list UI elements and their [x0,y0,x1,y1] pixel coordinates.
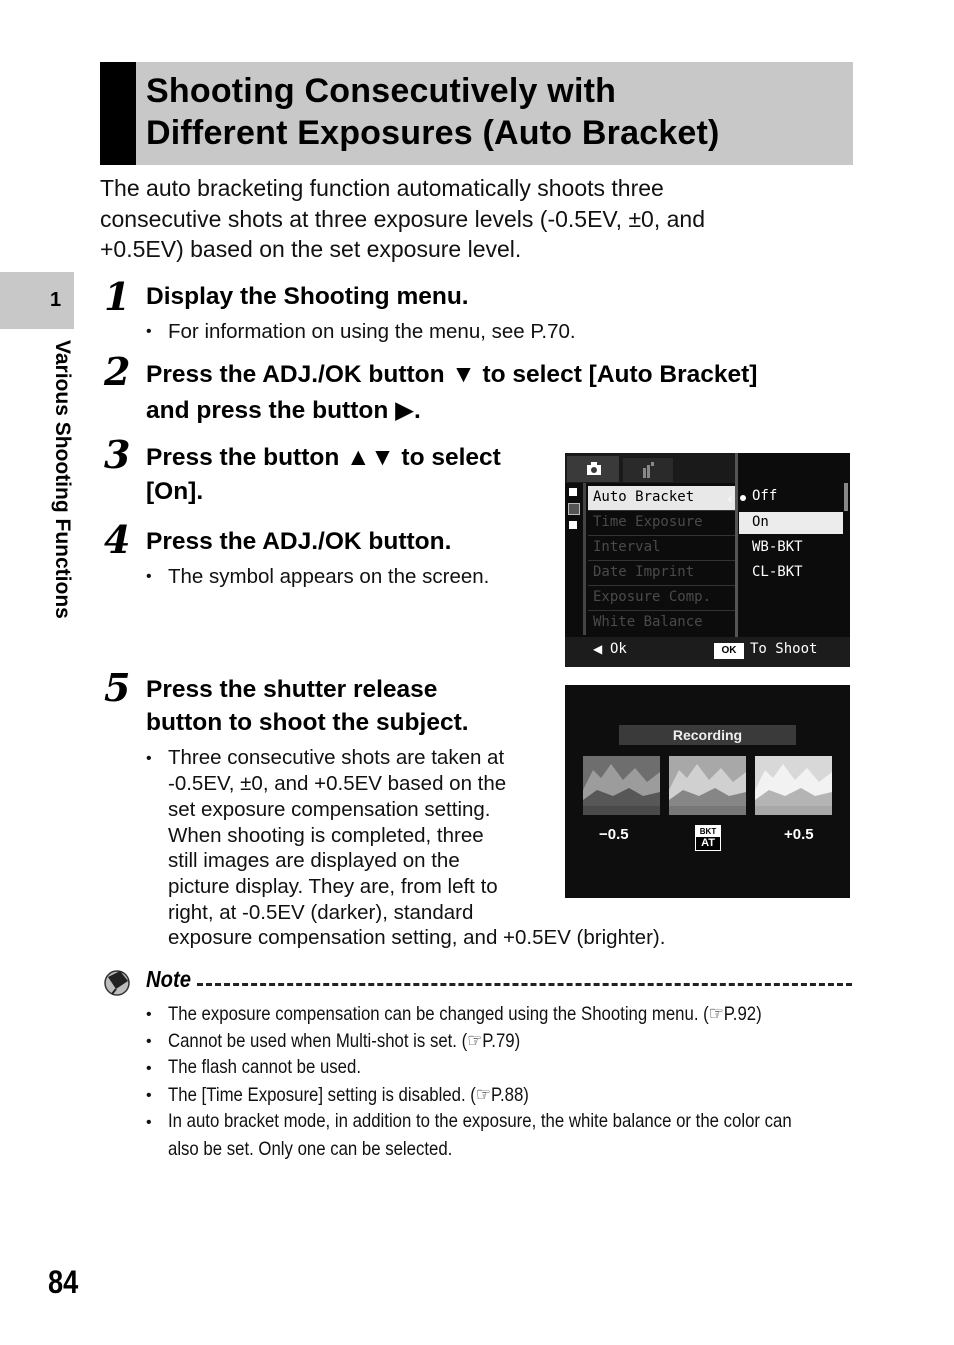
menu-item-exposure-comp: Exposure Comp. [593,589,712,605]
option-highlight [739,512,843,534]
step-3-line-2: [On]. [146,478,204,505]
step-5-bullet-line: right, at -0.5EV (darker), standard [168,901,474,924]
chapter-number: 1 [50,289,62,311]
thumbnail-dark [583,756,660,815]
bullet-dot: • [146,568,152,585]
menu-item-time-exposure: Time Exposure [593,514,703,530]
right-ev-value: +0.5 [784,826,814,843]
step-5-bullet-line: -0.5EV, ±0, and +0.5EV based on the [168,772,507,795]
scroll-marker [569,488,577,496]
recording-label: Recording [672,727,743,743]
step-5-number: 5 [104,665,131,710]
thumbnail-bright [755,756,832,815]
bullet-dot: • [146,1033,152,1050]
step-4-bullet: The symbol appears on the screen. [168,565,490,588]
bkt-badge-top: BKT [696,826,720,837]
setup-tab [623,458,673,482]
thumbnail-standard [669,756,746,815]
bkt-badge-bottom: AT [701,837,715,849]
ok-button-icon: OK [714,643,744,659]
chevron-left-icon: ‹ [728,491,733,506]
footer-to-shoot: To Shoot [750,641,818,657]
step-1-text: Display the Shooting menu. [146,283,469,310]
bullet-dot: • [146,323,152,340]
step-2-line-2: and press the button ▶. [146,397,421,424]
menu-divider [583,483,586,635]
menu-footer [565,637,850,667]
left-arrow-icon: ◀ [593,642,603,656]
menu-item-interval: Interval [593,539,661,555]
left-ev-value: −0.5 [599,826,629,843]
scroll-marker [568,503,580,515]
chapter-tab [0,272,74,329]
menu-item-date-imprint: Date Imprint [593,564,695,580]
menu-screen: Auto Bracket Time Exposure Interval Date… [565,453,850,667]
option-cl-bkt: CL-BKT [752,564,803,580]
step-3-number: 3 [104,432,131,477]
menu-item-auto-bracket: Auto Bracket [593,489,695,505]
chapter-label: Various Shooting Functions [51,340,74,619]
step-4-text: Press the ADJ./OK button. [146,528,452,555]
note-item: The exposure compensation can be changed… [168,1003,762,1025]
page-title-line-1: Shooting Consecutively with [146,72,617,110]
step-4-number: 4 [104,517,131,562]
page-title-line-2: Different Exposures (Auto Bracket) [146,114,720,152]
scrollbar-thumb [844,483,848,511]
scroll-marker [569,521,577,529]
reference-icon: ☞ [708,1003,724,1025]
step-5-bullet-line: set exposure compensation setting. [168,798,491,821]
up-down-arrow-icon: ▲▼ [346,444,395,471]
intro-line-1: The auto bracketing function automatical… [100,175,664,201]
footer-ok-label: Ok [610,641,627,657]
note-item: The flash cannot be used. [168,1056,361,1078]
note-item: Cannot be used when Multi-shot is set. (… [168,1030,521,1052]
step-1-number: 1 [104,274,131,319]
step-3-line-1: Press the button ▲▼ to select [146,444,501,471]
step-2-number: 2 [104,349,131,394]
step-1-bullet: For information on using the menu, see P… [168,320,576,343]
bullet-dot: • [146,1114,152,1131]
bullet-dot: • [146,1087,152,1104]
bkt-at-icon: BKT AT [695,825,721,851]
title-accent-bar [100,62,136,165]
step-5-bullet-line: picture display. They are, from left to [168,875,498,898]
menu-row-highlight [588,486,735,510]
step-5-bullet-line: Three consecutive shots are taken at [168,746,505,769]
note-item-continued: also be set. Only one can be selected. [168,1138,453,1160]
option-wb-bkt: WB-BKT [752,539,803,555]
note-heading: Note [146,966,191,992]
reference-icon: ☞ [475,1084,491,1106]
note-item: The [Time Exposure] setting is disabled.… [168,1084,529,1106]
step-5-bullet-line: exposure compensation setting, and +0.5E… [168,926,666,949]
option-off: Off [752,488,778,504]
note-item: In auto bracket mode, in addition to the… [168,1110,792,1132]
note-divider [197,983,852,986]
note-icon [104,970,130,996]
recording-bar [619,725,796,745]
bullet-dot: • [146,1006,152,1023]
recording-screen: Recording −0.5 BKT AT +0.5 [565,685,850,898]
right-arrow-icon: ▶ [395,397,414,424]
bullet-dot: • [146,750,152,767]
step-2-line-1: Press the ADJ./OK button ▼ to select [Au… [146,361,758,388]
step-5-line-2: button to shoot the subject. [146,709,469,736]
step-5-line-1: Press the shutter release [146,676,438,703]
intro-line-2: consecutive shots at three exposure leve… [100,206,706,232]
bullet-dot: • [146,1060,152,1077]
option-dot [740,495,746,501]
step-5-bullet-line: still images are displayed on the [168,849,460,872]
page-number: 84 [48,1264,79,1300]
intro-line-3: +0.5EV) based on the set exposure level. [100,236,522,262]
camera-icon [587,462,601,475]
title-band [100,62,853,165]
setup-icon [643,462,654,478]
down-arrow-icon: ▼ [451,361,476,388]
camera-tab [567,456,619,482]
options-divider [735,453,738,637]
step-5-bullet-line: When shooting is completed, three [168,824,484,847]
menu-item-white-balance: White Balance [593,614,703,630]
option-on: On [752,514,769,530]
reference-icon: ☞ [467,1030,483,1052]
